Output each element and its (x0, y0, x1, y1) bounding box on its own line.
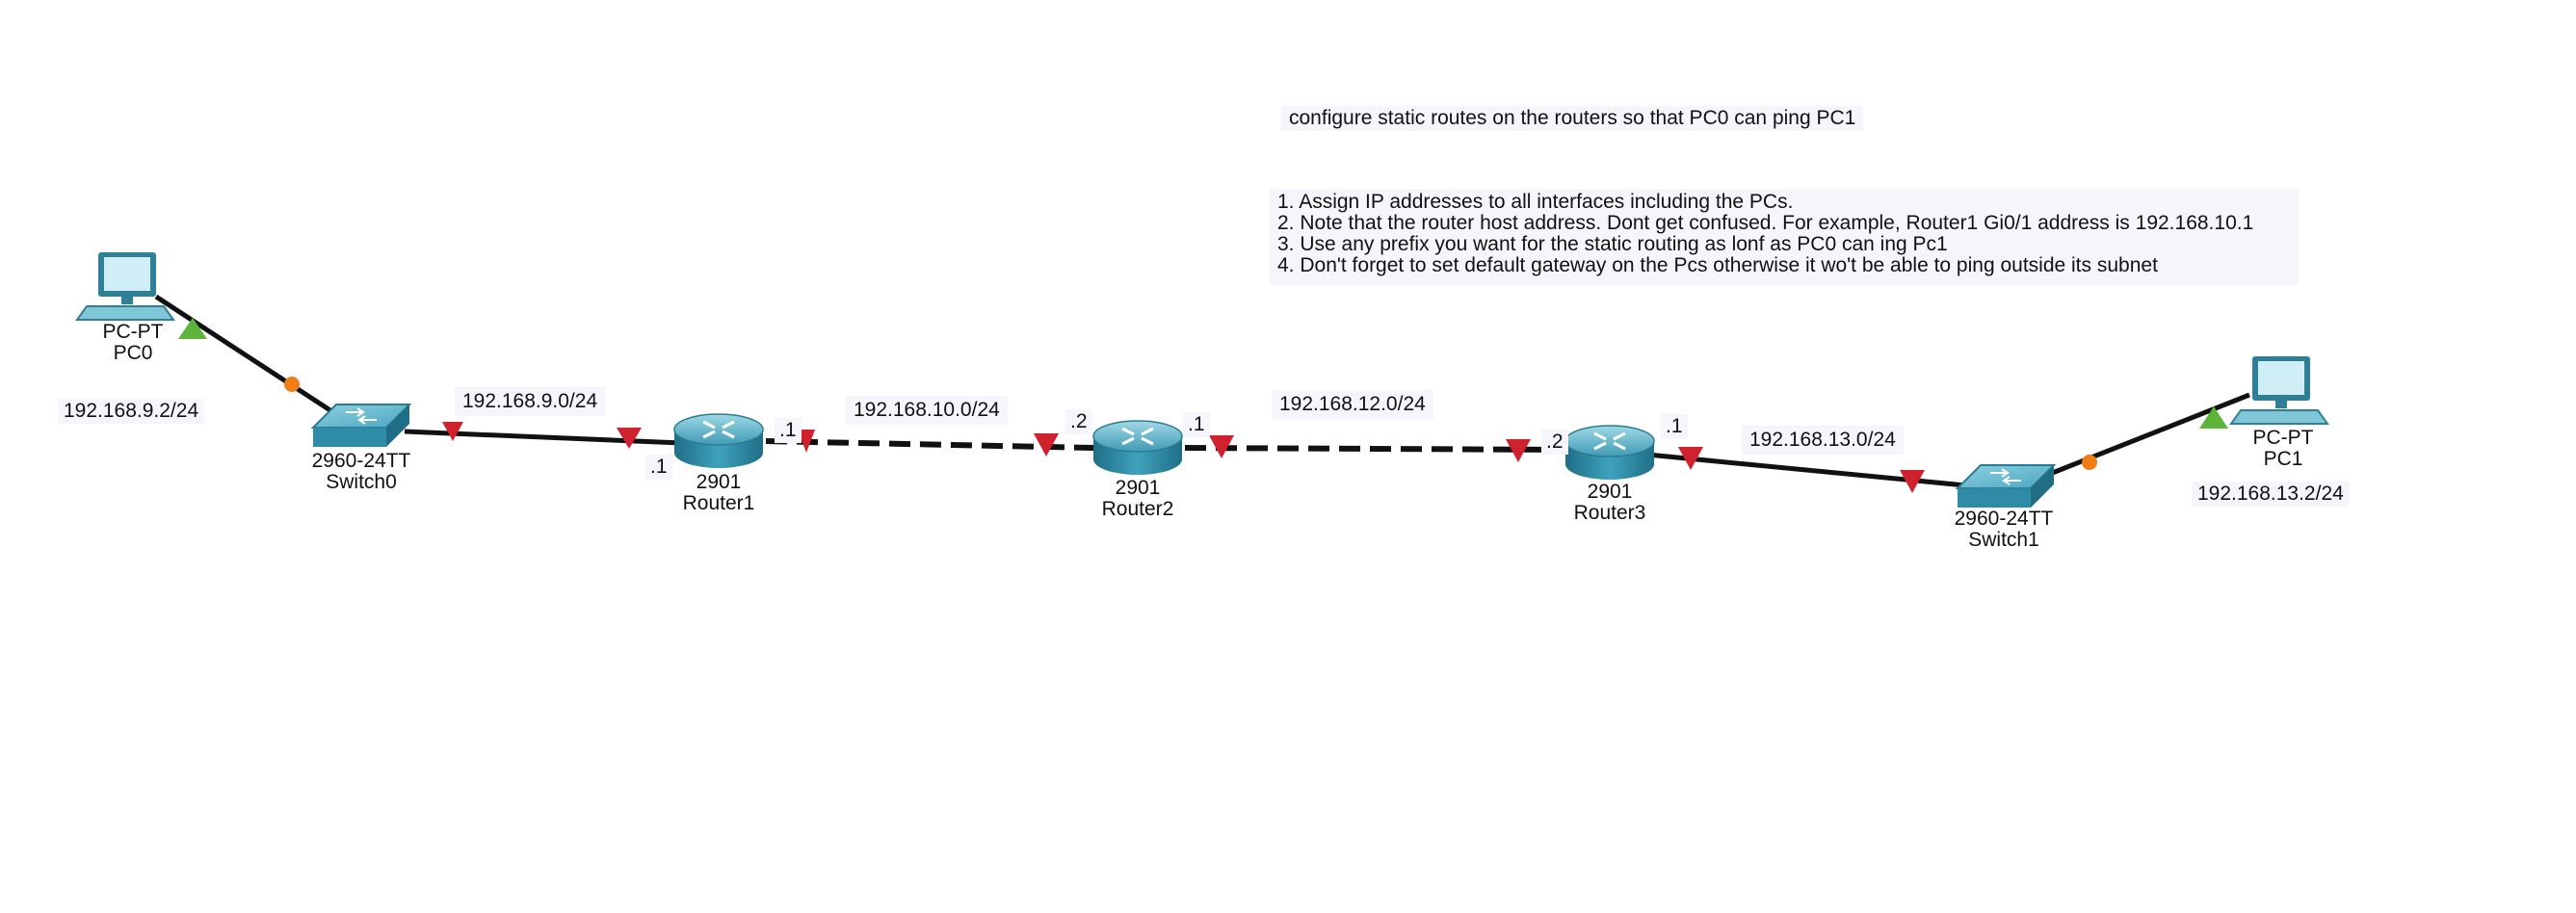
title-note-text: configure static routes on the routers s… (1289, 107, 1856, 129)
pc0-ip-label: 192.168.9.2/24 (58, 399, 205, 424)
link-down-marker (1209, 435, 1234, 458)
router1-model: 2901 (696, 471, 742, 493)
router3-label: 2901 Router3 (1552, 482, 1668, 524)
pc0-label: PC-PT PC0 (75, 322, 191, 364)
link-down-marker (798, 430, 815, 453)
title-note: configure static routes on the routers s… (1281, 106, 1864, 131)
instructions-note: 1. Assign IP addresses to all interfaces… (1270, 189, 2299, 285)
instruction-line: 3. Use any prefix you want for the stati… (1277, 233, 1948, 255)
link-switch0-router1[interactable] (404, 429, 683, 446)
link-down-marker (1034, 433, 1059, 456)
pc1-ip-label: 192.168.13.2/24 (2192, 482, 2350, 507)
router2-name: Router2 (1101, 498, 1174, 520)
link-pc0-switch0[interactable] (154, 294, 344, 421)
pc1-label: PC-PT PC1 (2225, 428, 2341, 470)
link-router1-router2[interactable] (765, 438, 1094, 451)
router2-icon[interactable] (1092, 420, 1183, 475)
host-label-r2-left: .2 (1065, 409, 1092, 434)
link-up-marker (2199, 406, 2228, 429)
pc0-model: PC-PT (102, 321, 164, 343)
switch0-model: 2960-24TT (311, 450, 411, 472)
network-label-net1: 192.168.9.0/24 (455, 387, 606, 416)
switch1-model: 2960-24TT (1954, 508, 2054, 530)
host-label-r3-left: .2 (1541, 430, 1568, 455)
router1-label: 2901 Router1 (661, 472, 776, 514)
instruction-line: 4. Don't forget to set default gateway o… (1277, 254, 2158, 276)
network-label-net3: 192.168.12.0/24 (1272, 390, 1433, 419)
link-down-marker (442, 422, 463, 441)
pc1-icon[interactable] (2229, 356, 2329, 425)
host-label-r1-wan: .1 (775, 418, 802, 443)
pc0-icon[interactable] (75, 252, 175, 321)
switch0-icon[interactable] (310, 404, 412, 447)
router3-model: 2901 (1587, 481, 1633, 503)
network-label-net2: 192.168.10.0/24 (846, 396, 1008, 425)
pc1-model: PC-PT (2252, 427, 2314, 449)
instruction-line: 1. Assign IP addresses to all interfaces… (1277, 191, 1794, 213)
host-label-r1-lan: .1 (645, 455, 672, 480)
router3-icon[interactable] (1564, 425, 1655, 480)
host-label-r3-right: .1 (1661, 414, 1688, 439)
link-up-marker (178, 318, 207, 339)
router2-label: 2901 Router2 (1080, 478, 1196, 520)
link-router2-router3[interactable] (1184, 445, 1566, 453)
link-switch1-pc1[interactable] (2049, 392, 2250, 477)
link-blocking-marker (284, 377, 300, 392)
switch1-label: 2960-24TT Switch1 (1932, 509, 2076, 551)
switch1-name: Switch1 (1968, 529, 2039, 551)
router3-name: Router3 (1573, 502, 1646, 524)
link-down-marker (617, 428, 642, 449)
link-down-marker (1900, 470, 1925, 493)
router2-model: 2901 (1115, 477, 1161, 499)
link-state-markers (178, 318, 2228, 493)
switch1-icon[interactable] (1955, 464, 2057, 508)
switch0-label: 2960-24TT Switch0 (289, 451, 434, 493)
switch0-name: Switch0 (326, 471, 397, 493)
host-label-r2-right: .1 (1183, 412, 1210, 437)
instruction-line: 2. Note that the router host address. Do… (1277, 212, 2254, 234)
router1-icon[interactable] (673, 413, 764, 468)
pc0-name: PC0 (113, 342, 153, 364)
link-down-marker (1506, 439, 1531, 462)
link-blocking-marker (2082, 455, 2097, 470)
network-label-net4: 192.168.13.0/24 (1742, 426, 1904, 455)
router1-name: Router1 (682, 492, 755, 514)
pc1-name: PC1 (2263, 448, 2303, 470)
link-down-marker (1678, 447, 1703, 470)
